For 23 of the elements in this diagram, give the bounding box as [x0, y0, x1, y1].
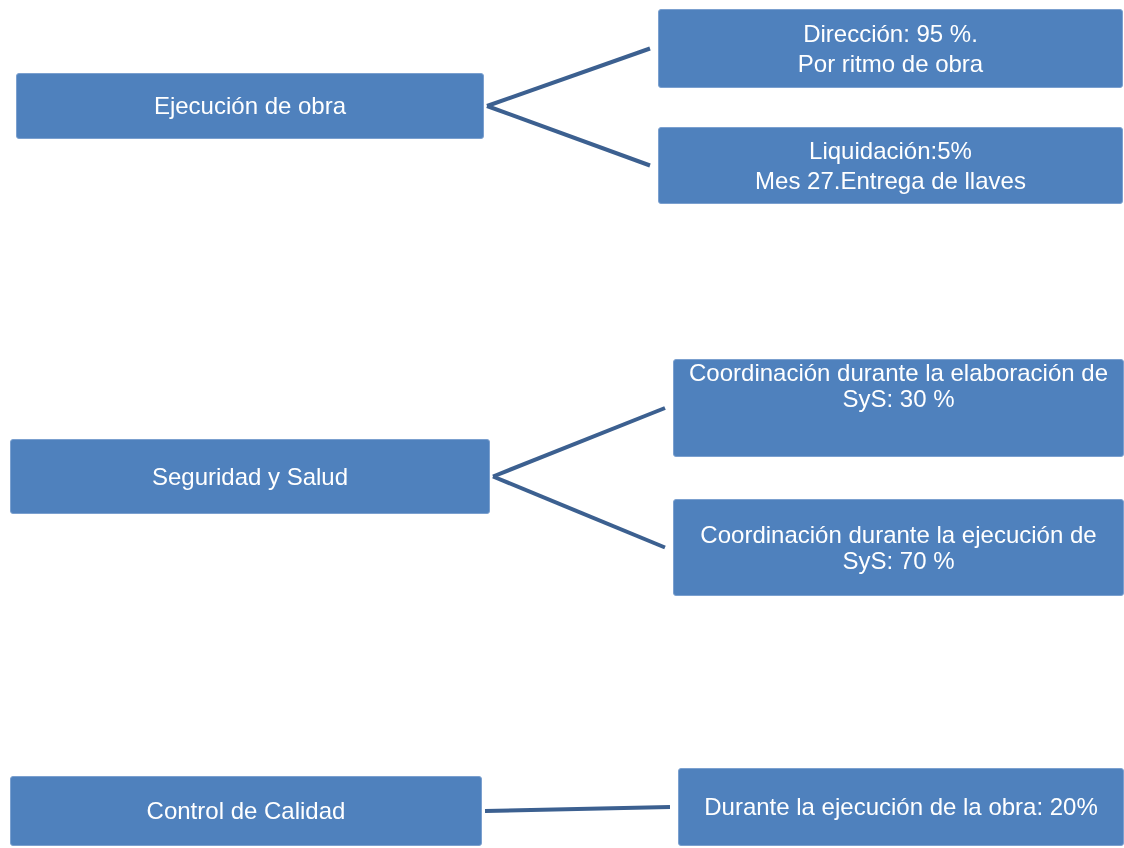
- process-box: [673, 499, 1124, 596]
- process-box: [10, 776, 482, 846]
- box-text: Mes 27.Entrega de llaves: [755, 167, 1026, 194]
- process-box: [658, 127, 1123, 204]
- process-box: [658, 9, 1123, 88]
- box-text: Seguridad y Salud: [151, 463, 349, 490]
- process-box: [16, 73, 484, 139]
- process-box: [678, 768, 1124, 846]
- box-text: Coordinación durante la elaboración de SyS: 30 %: [688, 360, 1109, 412]
- box-text: Ejecución de obra: [153, 93, 347, 119]
- box-text: Control de Calidad: [146, 798, 346, 824]
- process-box: [673, 359, 1124, 457]
- connector-line: [484, 805, 671, 813]
- connector-line: [486, 46, 651, 108]
- box-text: Dirección: 95 %.: [803, 20, 978, 47]
- process-box: [10, 439, 490, 514]
- box-text: Coordinación durante la ejecución de SyS: 70 %: [699, 521, 1098, 574]
- connector-line: [492, 474, 666, 550]
- box-text: Por ritmo de obra: [797, 50, 984, 77]
- connector-line: [486, 104, 651, 168]
- box-text: Durante la ejecución de la obra: 20%: [704, 794, 1098, 820]
- connector-line: [492, 406, 666, 479]
- box-text: Liquidación:5%: [809, 137, 972, 164]
